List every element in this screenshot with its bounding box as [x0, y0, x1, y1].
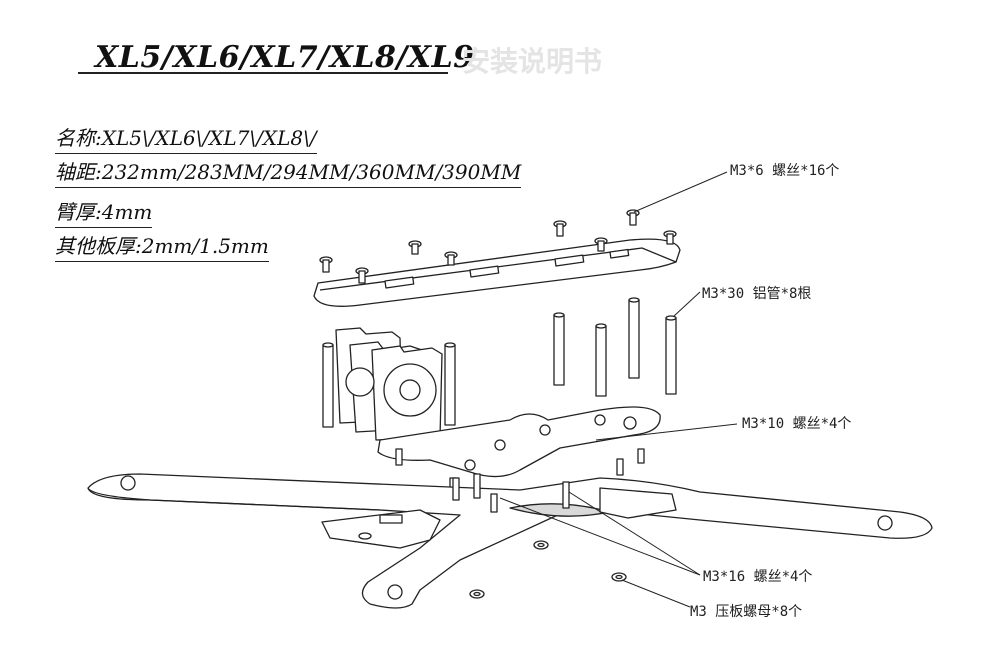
screw — [594, 237, 608, 252]
spec-wheelbase-text: 轴距:232mm/283MM/294MM/360MM/390MM — [55, 160, 522, 184]
standoff — [595, 323, 607, 397]
leader-m3x16-b — [499, 497, 701, 576]
middle-plate — [377, 406, 661, 478]
page-title: XL5/XL6/XL7/XL8/XL9 — [95, 40, 475, 75]
screw — [562, 481, 570, 509]
screw — [452, 477, 460, 501]
spec-arm-thickness: 臂厚:4mm — [55, 196, 153, 228]
main-x-frame — [87, 473, 933, 609]
faded-subtitle: 安装说明书 — [462, 45, 603, 78]
callout-m3x30: M3*30 铝管*8根 — [702, 286, 812, 302]
camera-side-plates — [335, 327, 443, 441]
callout-m3nut: M3 压板螺母*8个 — [690, 604, 803, 620]
screw — [319, 256, 333, 273]
title-underline — [78, 72, 448, 74]
screw — [473, 473, 481, 499]
standoff — [444, 342, 456, 426]
screw — [490, 493, 498, 513]
leader-m3x16-a — [568, 491, 701, 576]
screw — [355, 267, 369, 284]
spec-other-plates: 其他板厚:2mm/1.5mm — [55, 230, 269, 262]
screw — [663, 230, 677, 245]
standoff — [322, 342, 334, 428]
spec-wheelbase: 轴距:232mm/283MM/294MM/360MM/390MM — [55, 156, 522, 188]
standoff — [553, 312, 565, 386]
m3x6-screws — [319, 209, 677, 284]
screw — [553, 220, 567, 237]
rear-arms-plate — [321, 487, 677, 549]
nut — [533, 540, 549, 550]
nut — [611, 572, 627, 582]
screw — [444, 251, 458, 266]
screw — [626, 209, 640, 226]
callout-m3x6: M3*6 螺丝*16个 — [730, 163, 840, 179]
m3x16-screws — [452, 473, 570, 513]
spec-name-text: 名称:XL5\/XL6\/XL7\/XL8\/ — [55, 126, 317, 150]
callout-m3x16: M3*16 螺丝*4个 — [703, 569, 813, 585]
leader-m3x10 — [595, 423, 738, 441]
screw — [637, 448, 645, 464]
standoff — [628, 297, 640, 379]
leader-m3x6 — [633, 171, 728, 213]
leader-m3nut — [621, 579, 691, 608]
callout-m3x10: M3*10 螺丝*4个 — [742, 416, 852, 432]
aluminium-standoffs — [322, 297, 677, 428]
spec-other-plates-text: 其他板厚:2mm/1.5mm — [55, 234, 269, 258]
spec-arm-thickness-text: 臂厚:4mm — [55, 200, 153, 224]
spec-name: 名称:XL5\/XL6\/XL7\/XL8\/ — [55, 122, 317, 154]
leader-lines — [499, 171, 738, 608]
screw — [408, 240, 422, 255]
leader-m3x30 — [673, 291, 701, 317]
top-plate — [313, 238, 681, 307]
nut — [469, 589, 485, 599]
nut — [358, 532, 372, 540]
screw — [395, 448, 403, 466]
screw — [616, 458, 624, 476]
standoff — [665, 315, 677, 395]
m3-press-nuts — [358, 532, 627, 599]
